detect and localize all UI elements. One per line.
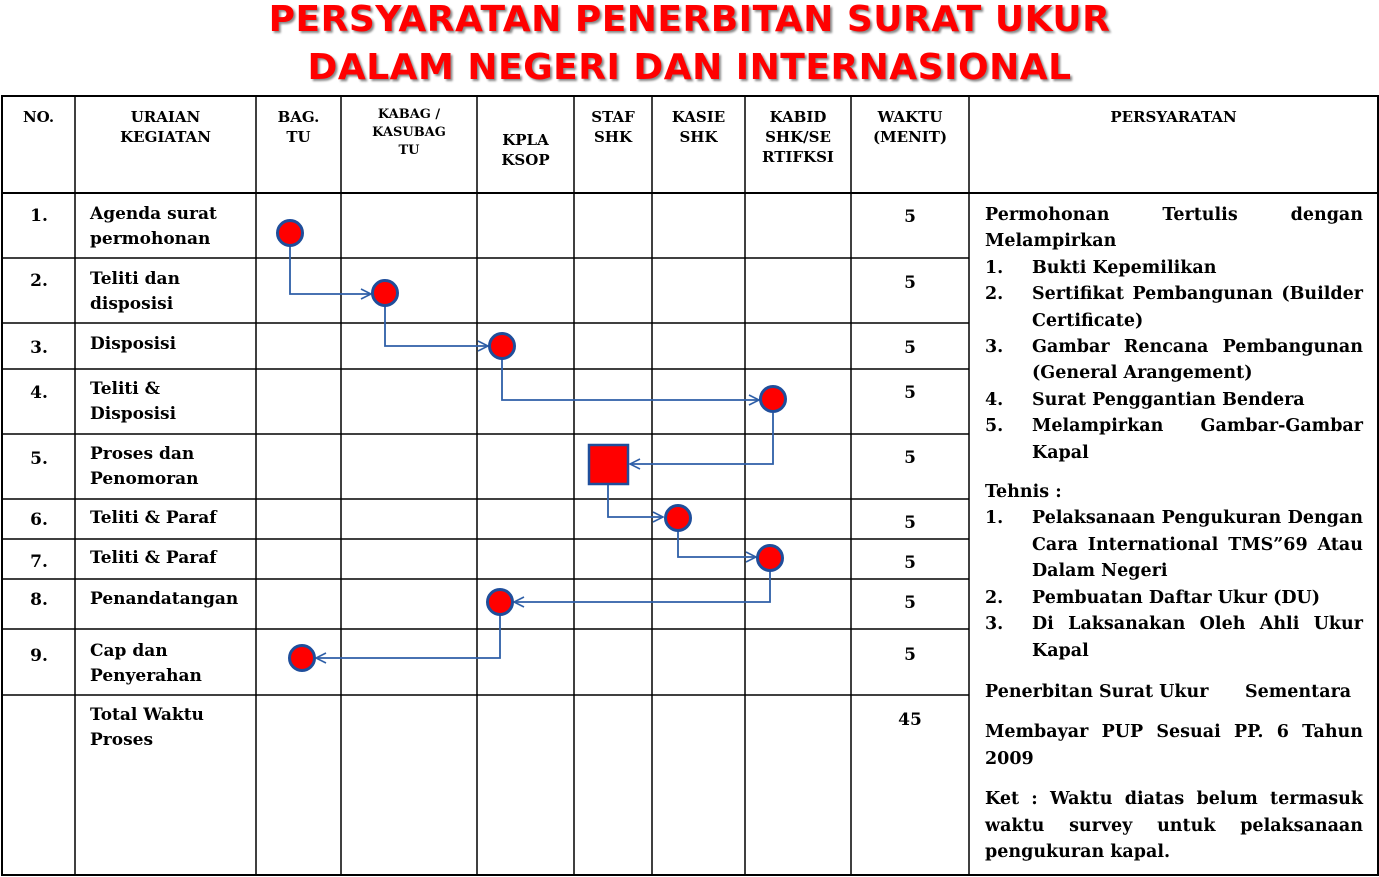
total-label: Total Waktu Proses — [90, 705, 204, 750]
tehnis-item: 2.Pembuatan Daftar Ukur (DU) — [985, 587, 1321, 608]
row-4-number: 4. — [30, 383, 48, 403]
flow-node-staf-proses — [587, 443, 630, 486]
tehnis-item: 1.Pelaksanaan Pengukuran Dengan Cara Int… — [985, 508, 1363, 582]
connector-4-5 — [630, 413, 774, 464]
row-1-activity: Agenda surat permohonan — [90, 204, 217, 249]
row-9-activity: Cap dan Penyerahan — [90, 641, 202, 686]
header-kpla-ksop: KPLA KSOP — [501, 131, 550, 169]
connector-1-2 — [289, 246, 371, 294]
row-5-activity: Proses dan Penomoran — [90, 444, 199, 489]
flow-node-bag-tu-agenda — [276, 219, 304, 247]
table-frame — [1, 95, 1379, 876]
header-uraian-kegiatan: URAIAN KEGIATAN — [120, 108, 211, 146]
page-title-line-2: DALAM NEGERI DAN INTERNASIONAL — [307, 47, 1072, 88]
row-6-activity: Teliti & Paraf — [90, 508, 217, 528]
row-1-time: 5 — [904, 207, 916, 227]
header-kasie-shk: KASIE SHK — [671, 108, 726, 146]
row-1-number: 1. — [30, 206, 48, 226]
row-5-time: 5 — [904, 448, 916, 468]
header-no: NO. — [22, 108, 55, 126]
row-2-activity: Teliti dan disposisi — [90, 269, 180, 314]
requirements-penerbitan: Penerbitan Surat Ukur Sementara — [985, 681, 1352, 702]
connector-8-9 — [316, 615, 501, 658]
page-title-line-1: PERSYARATAN PENERBITAN SURAT UKUR — [268, 0, 1111, 40]
row-4-activity: Teliti & Disposisi — [90, 379, 177, 424]
flow-node-bag-tu-penyerahan — [288, 644, 316, 672]
row-3-number: 3. — [30, 338, 48, 358]
header-persyaratan: PERSYARATAN — [1110, 108, 1237, 126]
row-6-time: 5 — [904, 513, 916, 533]
header-kabid-shk-sertifksi: KABID SHK/SE RTIFKSI — [762, 108, 834, 166]
row-9-time: 5 — [904, 645, 916, 665]
requirement-item: 3.Gambar Rencana Pembangunan (General Ar… — [985, 337, 1363, 384]
row-5-number: 5. — [30, 449, 48, 469]
row-8-time: 5 — [904, 593, 916, 613]
row-7-activity: Teliti & Paraf — [90, 548, 217, 568]
connector-2-3 — [384, 306, 488, 346]
row-2-time: 5 — [904, 273, 916, 293]
requirement-item: 2.Sertifikat Pembangunan (Builder Certif… — [985, 284, 1363, 331]
requirements-intro: Permohonan Tertulis dengan Melampirkan — [985, 205, 1363, 252]
requirement-item: 5.Melampirkan Gambar-Gambar Kapal — [985, 416, 1363, 463]
flow-node-kabid-paraf — [756, 544, 784, 572]
requirement-item: 4.Surat Penggantian Bendera — [985, 389, 1305, 410]
requirements-tehnis-heading: Tehnis : — [985, 482, 1062, 503]
row-6-number: 6. — [30, 510, 48, 530]
connector-6-7 — [677, 531, 756, 557]
row-4-time: 5 — [904, 383, 916, 403]
tehnis-item: 3.Di Laksanakan Oleh Ahli Ukur Kapal — [985, 614, 1363, 661]
connector-5-6 — [607, 485, 663, 517]
requirement-item: 1.Bukti Kepemilikan — [985, 257, 1217, 278]
total-time: 45 — [898, 710, 922, 730]
row-7-time: 5 — [904, 553, 916, 573]
flow-node-kabag-teliti — [371, 279, 399, 307]
flow-node-kpla-disposisi — [488, 332, 516, 360]
flow-node-kasie-paraf — [664, 504, 692, 532]
row-3-activity: Disposisi — [90, 334, 177, 354]
header-kabag-kasubag-tu: KABAG / KASUBAG TU — [372, 107, 446, 158]
row-9-number: 9. — [30, 646, 48, 666]
requirements-ket: Ket : Waktu diatas belum termasuk waktu … — [985, 789, 1363, 862]
requirements-panel: Permohonan Tertulis dengan Melampirkan 1… — [985, 202, 1363, 865]
header-waktu-menit: WAKTU (MENIT) — [872, 108, 948, 146]
row-8-activity: Penandatangan — [90, 589, 239, 609]
header-bag-tu: BAG. TU — [277, 108, 320, 146]
flow-node-kabid-teliti-disposisi — [759, 385, 787, 413]
row-8-number: 8. — [30, 590, 48, 610]
row-3-time: 5 — [904, 338, 916, 358]
connector-3-4 — [501, 359, 759, 400]
row-2-number: 2. — [30, 271, 48, 291]
connector-7-8 — [514, 571, 771, 602]
requirements-pup: Membayar PUP Sesuai PP. 6 Tahun 2009 — [985, 722, 1363, 769]
header-staf-shk: STAF SHK — [591, 108, 635, 146]
flow-node-kpla-penandatangan — [486, 588, 514, 616]
row-7-number: 7. — [30, 552, 48, 572]
